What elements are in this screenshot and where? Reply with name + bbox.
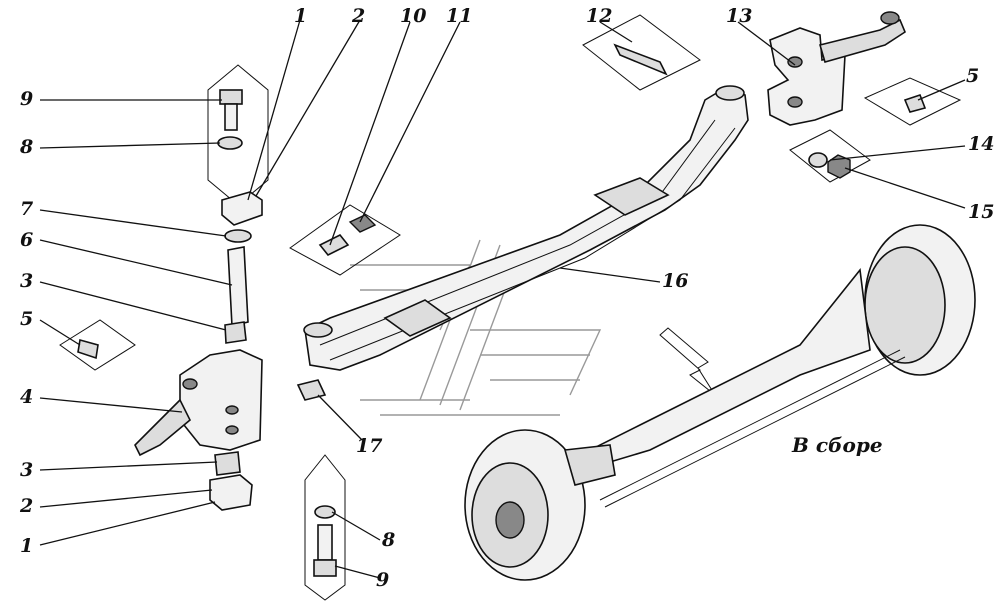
bolt-12-group (582, 14, 701, 91)
label-2-top: 2 (351, 5, 365, 27)
label-7: 7 (20, 198, 33, 220)
label-12: 12 (586, 5, 612, 27)
label-17: 17 (356, 435, 382, 457)
washer-8-top (217, 136, 243, 150)
leader-lines (39, 19, 966, 579)
nut-washer-group (789, 129, 871, 183)
steering-knuckle-right (767, 11, 906, 126)
label-16: 16 (662, 270, 688, 292)
label-5-left: 5 (20, 308, 33, 330)
label-14: 14 (968, 133, 994, 155)
part-labels: 1 2 10 11 12 13 5 14 15 9 8 7 6 3 5 4 3 … (19, 5, 994, 591)
assembly-arrow (659, 327, 716, 396)
grease-fitting-right-group (863, 77, 962, 126)
grease-fitting-left-frame (59, 319, 136, 371)
label-15: 15 (968, 201, 994, 223)
label-9-top: 9 (20, 88, 33, 110)
pin-nut-group (289, 204, 401, 276)
label-8-top: 8 (19, 136, 33, 158)
label-5-right: 5 (966, 65, 979, 87)
label-10: 10 (400, 5, 426, 27)
cap-2-bottom (209, 474, 253, 511)
king-pin-6 (227, 246, 249, 328)
bolt-9-bottom (304, 454, 346, 601)
bushing-3-bottom (214, 451, 241, 476)
axle-beam (303, 85, 749, 371)
label-1-top: 1 (294, 5, 307, 27)
bushing-17 (296, 379, 327, 401)
seal-7 (224, 229, 252, 243)
label-3-top: 3 (20, 270, 33, 292)
label-8-bottom: 8 (381, 529, 395, 551)
label-3-bottom: 3 (20, 459, 33, 481)
steering-knuckle-left (134, 349, 263, 457)
label-4: 4 (20, 386, 33, 408)
label-9-bottom: 9 (376, 569, 389, 591)
label-6: 6 (20, 229, 33, 251)
bolt-9-top (207, 64, 269, 206)
grease-fitting-left (77, 338, 99, 360)
bushing-3-top (224, 321, 247, 344)
label-11: 11 (446, 5, 472, 27)
label-1-bottom: 1 (20, 535, 33, 557)
label-2-bottom: 2 (19, 495, 33, 517)
assembled-axle (464, 224, 976, 581)
label-13: 13 (726, 5, 752, 27)
assembled-caption: В сборе (791, 433, 883, 457)
